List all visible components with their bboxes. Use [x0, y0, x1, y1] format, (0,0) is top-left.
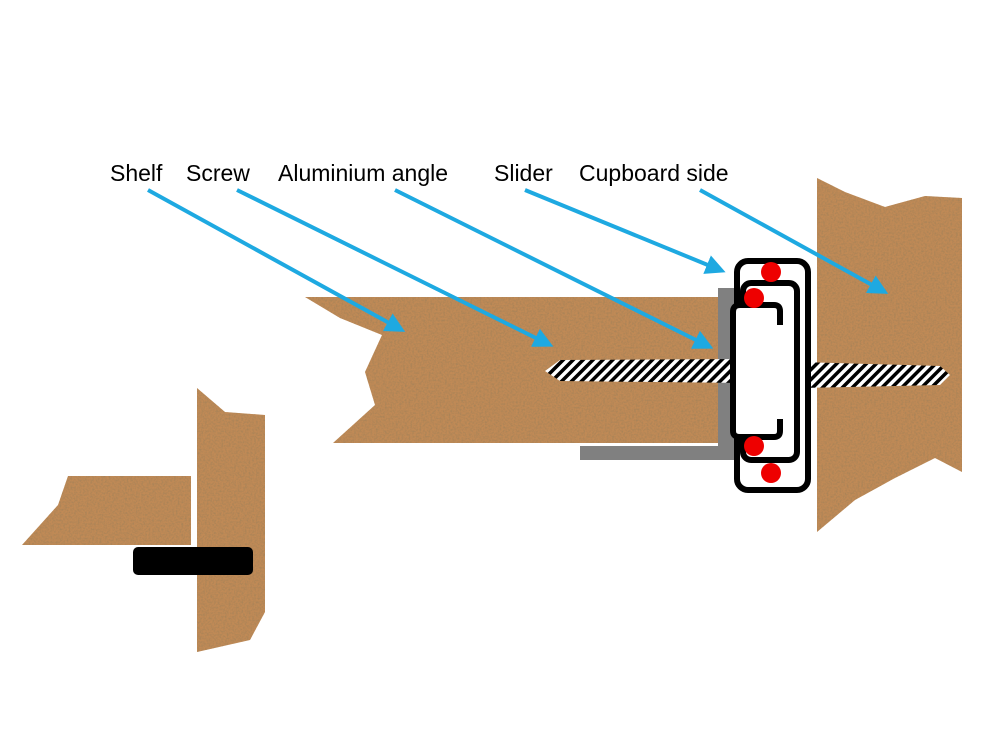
cupboard-side-board [817, 178, 962, 532]
shelf-support-bar [133, 547, 253, 575]
label-slider: Slider [494, 160, 553, 186]
label-cupboard-side: Cupboard side [579, 160, 729, 186]
screw-arrow [236, 188, 554, 347]
slider-inner-rail [730, 302, 783, 440]
ball-bearing [744, 288, 764, 308]
small-shelf-board [22, 476, 191, 545]
slider [730, 258, 811, 493]
slider-arrow [524, 188, 726, 274]
callout-arrows [147, 188, 889, 349]
shelf-board [305, 297, 722, 443]
label-shelf: Shelf [110, 160, 163, 186]
angle-arrow [394, 188, 714, 349]
screw-shaft [545, 359, 745, 383]
small-side-board [197, 388, 265, 652]
screw-shaft-right [800, 362, 950, 388]
label-screw: Screw [186, 160, 250, 186]
shelf-arrow [147, 188, 406, 332]
ball-bearing [744, 436, 764, 456]
label-aluminium-angle: Aluminium angle [278, 160, 448, 186]
ball-bearing [761, 262, 781, 282]
ball-bearing [761, 463, 781, 483]
cupboard-arrow [699, 188, 889, 294]
wood-pieces [22, 178, 962, 652]
